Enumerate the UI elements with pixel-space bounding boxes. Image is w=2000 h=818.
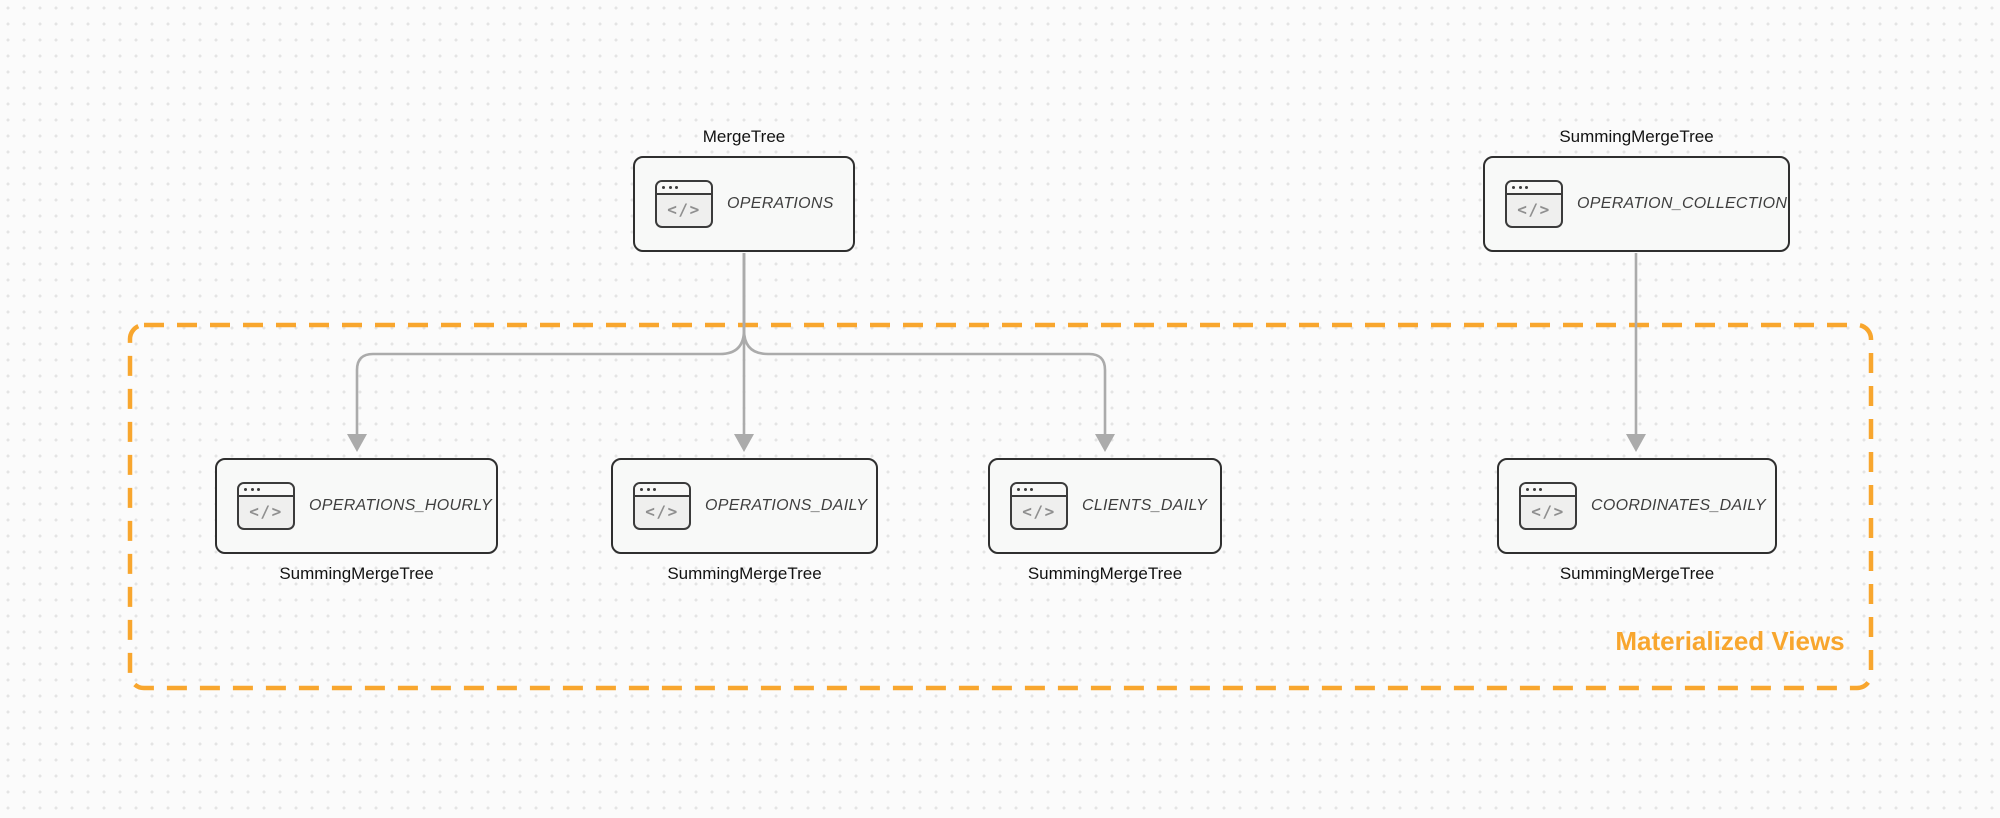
code-window-icon: </>	[1010, 482, 1068, 530]
node-coordinates-daily: SummingMergeTree </> COORDINATES_DAILY	[1497, 458, 1777, 583]
node-label: OPERATIONS_HOURLY	[309, 497, 492, 514]
node-operations-hourly: SummingMergeTree </> OPERATIONS_HOURLY	[215, 458, 498, 583]
window-dots	[657, 182, 711, 195]
arrowhead-icon	[1626, 434, 1646, 452]
code-window-icon: </>	[655, 180, 713, 228]
arrowhead-icon	[734, 434, 754, 452]
node-box: </> OPERATIONS	[633, 156, 855, 252]
engine-label: MergeTree	[702, 127, 786, 146]
window-dots	[635, 484, 689, 497]
edge-lines	[355, 253, 1638, 434]
engine-label: SummingMergeTree	[1559, 127, 1714, 146]
window-dots	[1507, 182, 1561, 195]
node-label: OPERATIONS	[727, 195, 834, 212]
code-glyph: </>	[1531, 502, 1565, 521]
code-window-icon: </>	[633, 482, 691, 530]
node-label: COORDINATES_DAILY	[1591, 497, 1766, 514]
edge-arrowheads	[347, 434, 1646, 452]
window-dots	[1012, 484, 1066, 497]
arrowhead-icon	[347, 434, 367, 452]
materialized-views-label: Materialized Views	[1615, 626, 1845, 656]
code-window-icon: </>	[1505, 180, 1563, 228]
engine-label: SummingMergeTree	[667, 564, 822, 583]
window-dots	[1521, 484, 1575, 497]
node-box: </> OPERATION_COLLECTION	[1483, 156, 1790, 252]
node-box: </> OPERATIONS_DAILY	[611, 458, 878, 554]
node-box: </> COORDINATES_DAILY	[1497, 458, 1777, 554]
code-window-icon: </>	[1519, 482, 1577, 530]
node-operations-daily: SummingMergeTree </> OPERATIONS_DAILY	[611, 458, 878, 583]
node-label: OPERATION_COLLECTION	[1577, 195, 1788, 212]
window-dots	[239, 484, 293, 497]
materialized-views-group-border	[127, 322, 1874, 691]
code-glyph: </>	[667, 200, 701, 219]
node-label: CLIENTS_DAILY	[1082, 497, 1208, 514]
node-clients-daily: SummingMergeTree </> CLIENTS_DAILY	[988, 458, 1222, 583]
code-glyph: </>	[1517, 200, 1551, 219]
arrowhead-icon	[1095, 434, 1115, 452]
engine-label: SummingMergeTree	[279, 564, 434, 583]
code-glyph: </>	[1022, 502, 1056, 521]
engine-label: SummingMergeTree	[1559, 564, 1715, 583]
node-box: </> CLIENTS_DAILY	[988, 458, 1222, 554]
engine-label: SummingMergeTree	[1027, 564, 1183, 583]
edge-operations-to-clients-daily	[742, 253, 1107, 434]
edge-operations-to-operations-hourly	[355, 253, 746, 434]
node-operations: MergeTree </> OPERATIONS	[633, 127, 855, 252]
code-glyph: </>	[645, 502, 679, 521]
code-glyph: </>	[249, 502, 283, 521]
code-window-icon: </>	[237, 482, 295, 530]
node-operation-collection: SummingMergeTree </> OPERATION_COLLECTIO…	[1483, 127, 1790, 252]
node-label: OPERATIONS_DAILY	[705, 497, 868, 514]
node-box: </> OPERATIONS_HOURLY	[215, 458, 498, 554]
